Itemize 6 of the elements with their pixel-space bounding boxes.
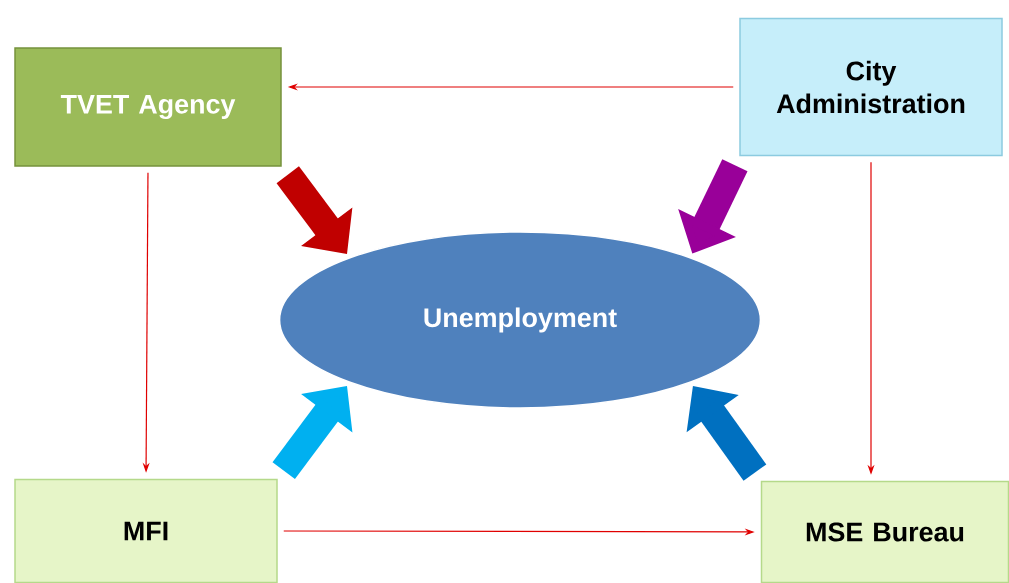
block-arrow xyxy=(276,166,353,254)
block-arrow xyxy=(686,386,767,481)
text-box: MFI xyxy=(14,478,278,583)
text-box: City Administration xyxy=(739,17,1003,157)
text-box: TVET Agency xyxy=(14,47,282,167)
text-box: MSE Bureau xyxy=(760,480,1009,583)
